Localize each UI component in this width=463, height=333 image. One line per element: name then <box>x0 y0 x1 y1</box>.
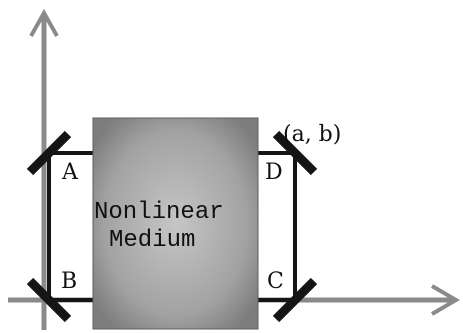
x-axis-arrowhead <box>430 284 460 316</box>
medium-label-line1: Nonlinear <box>94 199 224 226</box>
mirror-d <box>272 130 318 176</box>
label-d: D <box>265 160 283 185</box>
mirror-c <box>272 277 318 323</box>
label-a: A <box>61 160 79 185</box>
label-c: C <box>267 269 284 294</box>
mirrors <box>26 130 318 323</box>
coordinate-label: (a, b) <box>283 122 341 147</box>
medium-label-line2: Medium <box>109 227 195 254</box>
y-axis-arrowhead <box>29 8 59 37</box>
mirror-a <box>26 130 72 176</box>
mirror-b <box>26 277 72 323</box>
label-b: B <box>61 269 77 294</box>
nonlinear-medium-block <box>92 117 259 330</box>
